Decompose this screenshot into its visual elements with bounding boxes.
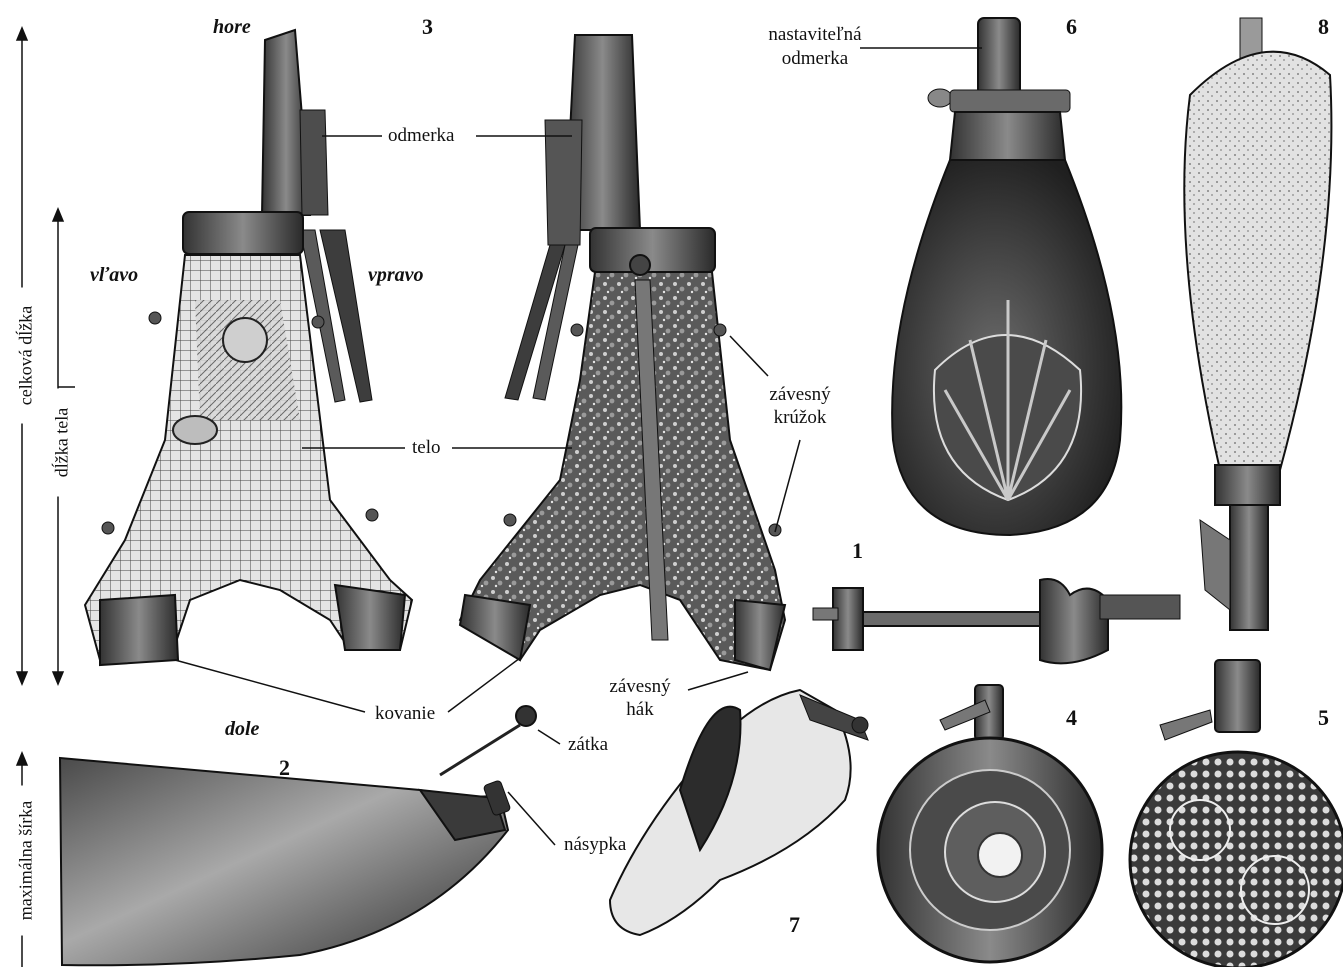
label-nasypka: násypka [564,834,626,856]
label-vpravo: vpravo [368,264,424,287]
label-kovanie: kovanie [375,703,435,725]
label-nastavitelna-line2: odmerka [755,48,875,70]
label-vlavo: vľavo [90,264,138,287]
flask-8 [1184,18,1331,630]
label-celkova-dlzka: celková dĺžka [16,288,37,424]
item-number-6: 6 [1066,14,1077,40]
label-dole: dole [225,718,259,741]
flask-3-front [85,30,412,665]
item-number-8: 8 [1318,14,1329,40]
label-zavesny-hak-line2: hák [595,699,685,721]
label-odmerka: odmerka [388,125,454,147]
label-dlzka-tela: dĺžka tela [52,389,73,497]
item-number-7: 7 [789,912,800,938]
item-number-1: 1 [852,538,863,564]
label-nastavitelna-line1: nastaviteľná [755,24,875,46]
item-2-horn [60,706,536,965]
label-maximalna-sirka: maximálna šírka [16,786,37,936]
item-1-measure [813,579,1180,663]
item-number-3: 3 [422,14,433,40]
item-number-4: 4 [1066,705,1077,731]
label-zavesny-kruzok-line1: závesný [755,384,845,406]
item-number-2: 2 [279,755,290,781]
label-zatka: zátka [568,734,608,756]
label-zavesny-hak-line1: závesný [595,676,685,698]
item-7-shoe [610,690,868,935]
label-hore: hore [213,16,251,39]
item-number-5: 5 [1318,705,1329,731]
item-5-globe [1130,660,1343,967]
label-telo: telo [412,437,441,459]
flask-3-back [460,35,785,670]
label-zavesny-kruzok-line2: krúžok [755,407,845,429]
flask-6 [892,18,1121,535]
